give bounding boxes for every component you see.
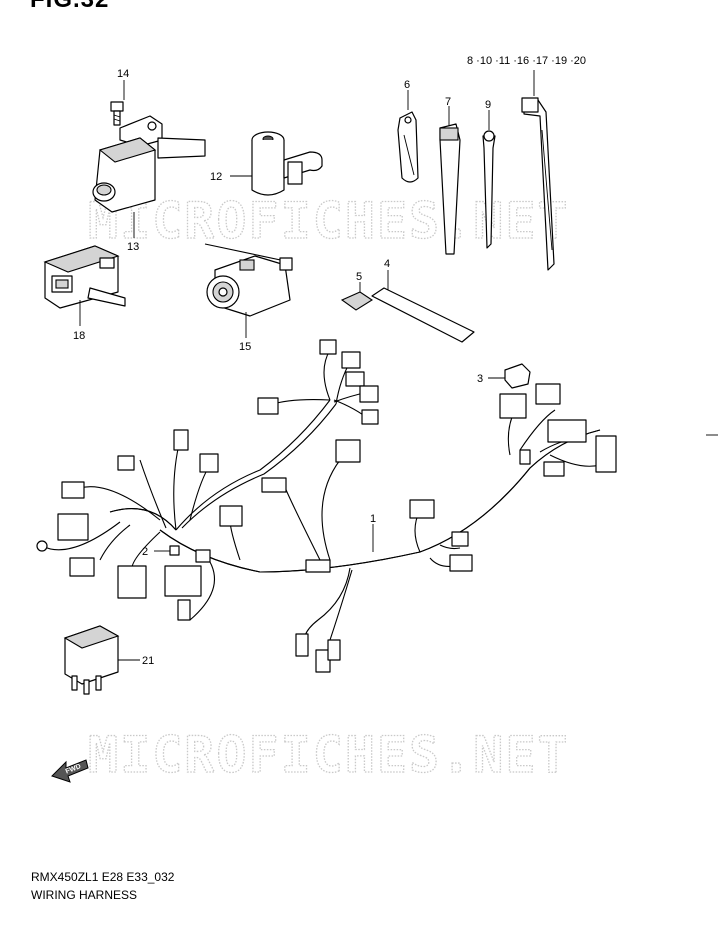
cable-tie-9-icon: [482, 130, 496, 249]
figure-title: FIG.32: [30, 0, 109, 14]
harness-connectors: [36, 339, 617, 673]
callout-12: 12: [210, 171, 222, 183]
bolt-14-icon: [110, 101, 124, 126]
pad-5-icon: [340, 291, 374, 311]
callout-8-group: 8 ·10 ·11 ·16 ·17 ·19 ·20: [467, 55, 586, 67]
callout-15: 15: [239, 341, 251, 353]
callout-5: 5: [356, 271, 362, 283]
relay-21-icon: [63, 625, 120, 695]
callout-21: 21: [142, 655, 154, 667]
clamp-6-icon: [397, 111, 419, 183]
watermark-bottom: MICROFICHES.NET: [88, 726, 570, 784]
callout-1: 1: [370, 513, 376, 525]
handlebar-switch-15-icon: [204, 243, 293, 317]
band-7-icon: [439, 123, 461, 255]
callout-13: 13: [127, 241, 139, 253]
horn-12-icon: [251, 131, 323, 196]
fuse-2-icon: [169, 545, 180, 556]
watermark-top: MICROFICHES.NET: [88, 192, 570, 250]
callout-14: 14: [117, 68, 129, 80]
footer-title: WIRING HARNESS: [31, 888, 138, 902]
strip-4-icon: [371, 287, 475, 343]
fwd-arrow-icon: FWD: [51, 759, 89, 783]
callout-7: 7: [445, 96, 451, 108]
cable-tie-group-8-icon: [521, 97, 555, 271]
callout-4: 4: [384, 258, 390, 270]
cap-3-icon: [504, 363, 531, 389]
kill-switch-18-icon: [43, 245, 126, 309]
callout-3: 3: [477, 373, 483, 385]
callout-9: 9: [485, 99, 491, 111]
callout-6: 6: [404, 79, 410, 91]
footer-code: RMX450ZL1 E28 E33_032: [31, 870, 175, 884]
callout-18: 18: [73, 330, 85, 342]
start-switch-13-icon: [92, 115, 206, 213]
callout-2: 2: [142, 546, 148, 558]
